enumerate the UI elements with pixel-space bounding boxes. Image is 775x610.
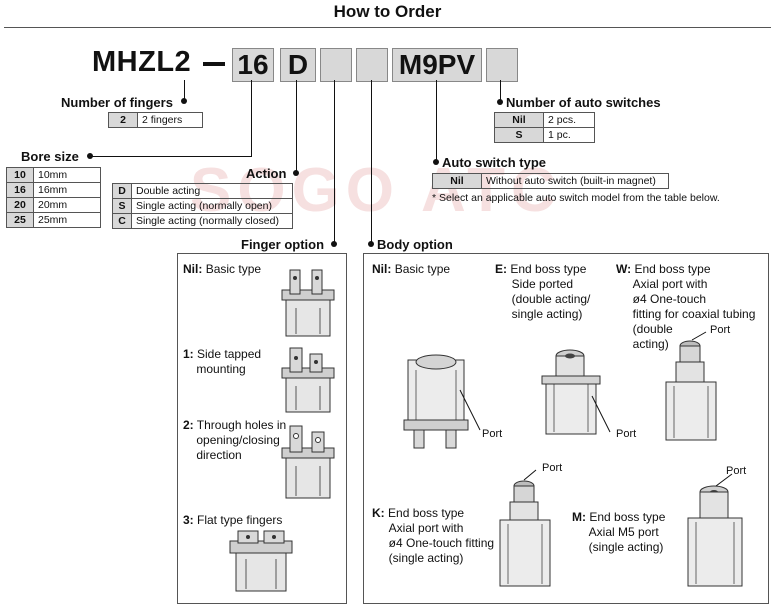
body-option-w: W: End boss type Axial port with ø4 One-… (616, 262, 756, 351)
code-box-switch-count (486, 48, 518, 82)
model-series: MHZL2 (92, 46, 192, 78)
port-label-m: Port (726, 465, 747, 477)
bore-label: Bore size (21, 149, 79, 164)
gripper-flat-fingers-icon (229, 530, 293, 592)
bullet-body-option (368, 241, 374, 247)
finger-option-1: 1: Side tapped mounting (183, 347, 262, 376)
finger-option-nil: Nil: Basic type (183, 262, 262, 276)
bullet-bore (87, 153, 93, 159)
bullet-auto-switch (433, 159, 439, 165)
action-label: Action (246, 166, 287, 181)
port-label-w: Port (710, 324, 731, 336)
code-box-auto-switch: M9PV (392, 48, 482, 82)
switch-count-label: Number of auto switches (506, 95, 661, 110)
body-option-label: Body option (377, 237, 453, 252)
title-divider (4, 27, 771, 28)
connector-finger-option (334, 80, 335, 244)
bullet-fingers (181, 98, 187, 104)
body-end-boss-coaxial-icon (665, 331, 717, 441)
page-title: How to Order (333, 2, 442, 21)
code-box-bore: 16 (232, 48, 274, 82)
code-box-action: D (280, 48, 316, 82)
body-option-panel: Nil: Basic type E: End boss type Side po… (363, 253, 769, 604)
fingers-label: Number of fingers (61, 95, 173, 110)
auto-switch-type-label: Auto switch type (442, 155, 547, 170)
finger-option-panel: Nil: Basic type 1: Side tapped mounting … (177, 253, 347, 604)
connector-auto-switch (436, 80, 437, 162)
body-option-e: E: End boss type Side ported (double act… (495, 262, 591, 321)
gripper-basic-icon (281, 269, 335, 337)
connector-fingers (184, 80, 185, 100)
table-row: 2 2 fingers (108, 112, 203, 128)
finger-option-label: Finger option (241, 237, 325, 252)
auto-switch-note: * Select an applicable auto switch model… (432, 192, 720, 204)
body-end-boss-m5-icon (687, 473, 743, 587)
code-box-finger-option (320, 48, 352, 82)
fingers-table: 2 2 fingers (108, 112, 203, 128)
port-label-nil: Port (482, 428, 503, 440)
body-option-nil: Nil: Basic type (372, 262, 451, 276)
connector-body-option (371, 80, 372, 244)
gripper-side-tapped-icon (281, 347, 335, 413)
port-label-e: Port (616, 428, 637, 440)
bullet-switch-count (497, 99, 503, 105)
body-end-boss-side-icon (541, 349, 611, 435)
bullet-action (293, 170, 299, 176)
finger-option-2: 2: Through holes in opening/closing dire… (183, 418, 287, 462)
code-box-body-option (356, 48, 388, 82)
bullet-finger-option (331, 241, 337, 247)
connector-bore-v (251, 80, 252, 156)
port-label-k: Port (542, 462, 563, 474)
connector-action (296, 80, 297, 173)
finger-option-3: 3: Flat type fingers (183, 513, 283, 527)
body-option-k: K: End boss type Axial port with ø4 One-… (372, 506, 495, 565)
body-option-m: M: End boss type Axial M5 port (single a… (572, 510, 666, 554)
model-dash (203, 62, 225, 66)
gripper-through-holes-icon (281, 425, 335, 499)
body-end-boss-axial-icon (499, 469, 551, 587)
body-basic-icon (403, 354, 481, 449)
connector-bore-h (90, 156, 252, 157)
connector-switch-count (500, 80, 501, 102)
